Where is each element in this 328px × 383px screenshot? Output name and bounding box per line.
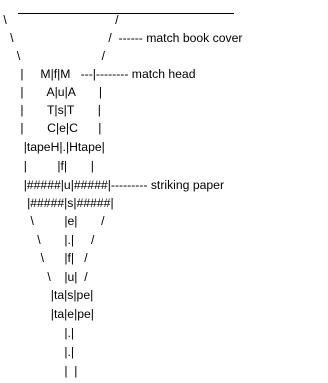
diagram-line: |ta|s|pe| <box>0 288 94 302</box>
diagram-line: \ |e| / <box>0 214 105 228</box>
diagram-line: | |f| | <box>0 159 94 173</box>
top-edge-line <box>18 0 234 14</box>
diagram-line: |ta|e|pe| <box>0 307 94 321</box>
diagram-line: | T|s|T | <box>0 103 101 117</box>
diagram-line: \ / <box>0 49 105 63</box>
diagram-line: |tapeH|.|Htape| <box>0 140 105 154</box>
diagram-line: |.| <box>0 345 75 359</box>
diagram-line: \ |u| / <box>0 270 88 284</box>
diagram-line: | C|e|C | <box>0 121 102 135</box>
diagram-line: | | <box>0 364 78 378</box>
diagram-line: | A|u|A | <box>0 85 103 99</box>
diagram-line: \ / <box>0 13 122 27</box>
diagram-line: |#####|s|#####| <box>0 196 114 210</box>
diagram-line: \ |f| / <box>0 251 88 265</box>
diagram-line-cover-label: \ / ------ match book cover <box>0 31 243 45</box>
diagram-line-head-label: | M|f|M ---|-------- match head <box>0 67 196 81</box>
diagram-line-striking-label: |#####|u|#####|--------- striking paper <box>0 178 224 192</box>
diagram-line: \ |.| / <box>0 233 95 247</box>
diagram-line: |.| <box>0 326 75 340</box>
